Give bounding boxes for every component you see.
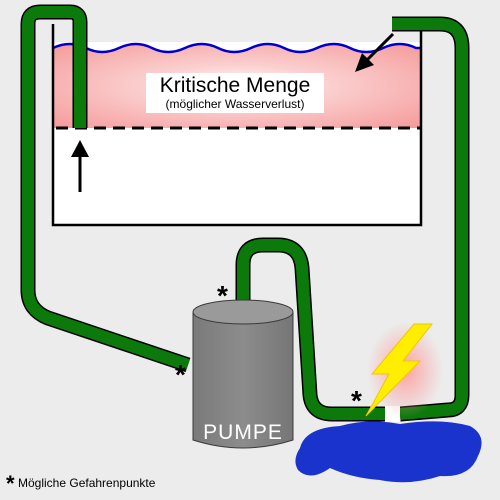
tank-outline xyxy=(51,24,423,227)
water-loss-label: (möglicher Wasserverlust) xyxy=(166,97,305,111)
hazard-marker-pump-outlet: * xyxy=(217,280,228,311)
pump: PUMPE xyxy=(192,299,294,449)
legend: * Mögliche Gefahrenpunkte xyxy=(6,471,156,496)
lightning-icon xyxy=(365,322,443,418)
pump-body xyxy=(192,311,294,449)
middle-pipe-inner xyxy=(237,239,385,420)
legend-star: * xyxy=(6,471,15,496)
diagonal-arrow-icon xyxy=(355,32,395,72)
label-box xyxy=(146,73,324,113)
legend-text: Mögliche Gefahrenpunkte xyxy=(18,476,156,490)
hazard-marker-spill: * xyxy=(351,385,362,416)
left-pipe-inner xyxy=(22,6,190,371)
right-pipe-inner xyxy=(392,18,468,420)
up-arrow-icon xyxy=(71,140,89,192)
water-surface-line xyxy=(52,42,421,54)
critical-amount-label: Kritische Menge xyxy=(160,74,311,97)
tank: Kritische Menge (möglicher Wasserverlust… xyxy=(51,24,423,227)
hazard-marker-pump-inlet: * xyxy=(175,359,186,390)
pump-top xyxy=(192,299,294,325)
water-spill xyxy=(295,421,482,483)
pump-label: PUMPE xyxy=(203,421,283,444)
